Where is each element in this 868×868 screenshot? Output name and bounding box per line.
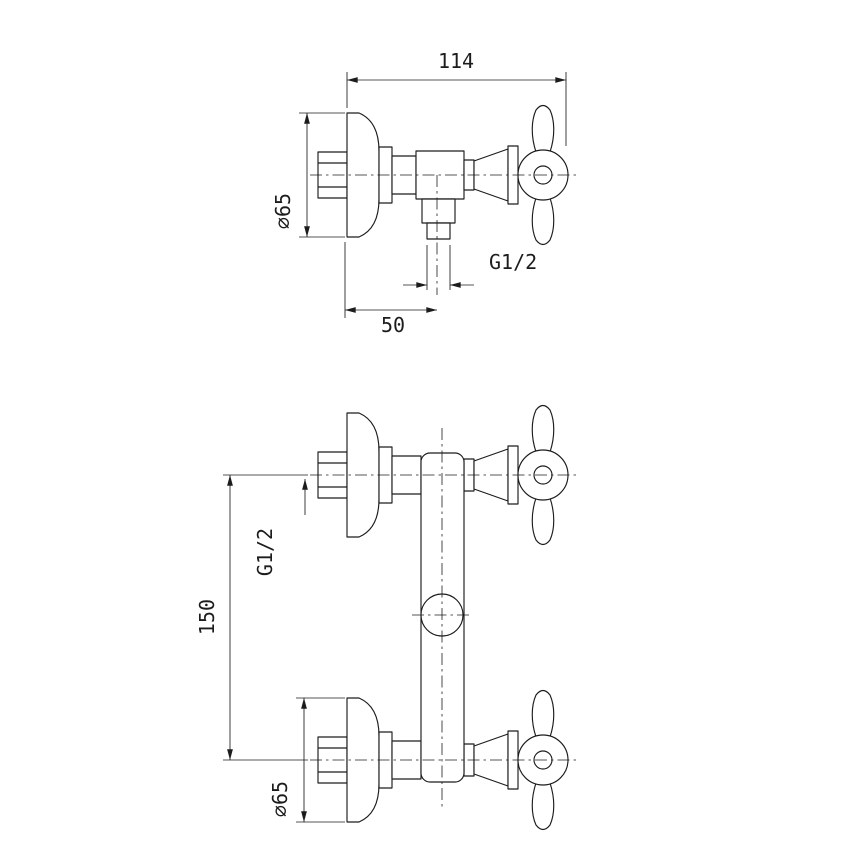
outlet-thread [426, 222, 451, 240]
dim-d65-front-label: ⌀65 [268, 781, 292, 817]
front-bottom-valve [317, 689, 569, 831]
front-view: 150 G1/2 ⌀65 [195, 404, 578, 831]
top-view: 114 ⌀65 G1/2 50 [271, 49, 578, 337]
handle-spoke-down [531, 497, 555, 546]
front-view-centerlines [310, 428, 578, 808]
shower-outlet [421, 198, 456, 224]
dim-50-label: 50 [381, 313, 405, 337]
handle-spoke-down [531, 197, 555, 246]
dim-150: 150 [195, 474, 308, 761]
dim-d65-top-label: ⌀65 [271, 193, 295, 229]
dim-d65-front: ⌀65 [268, 697, 345, 823]
dim-g12-front: G1/2 [253, 479, 308, 576]
dim-g12-top-label: G1/2 [489, 250, 537, 274]
handle-spoke-up [531, 689, 555, 738]
dim-d65-top: ⌀65 [271, 112, 345, 238]
dim-g12-top: G1/2 [403, 245, 537, 290]
top-view-centerlines [310, 174, 578, 295]
dim-150-label: 150 [195, 599, 219, 635]
dim-g12-front-label: G1/2 [253, 528, 277, 576]
handle-spoke-up [531, 104, 555, 153]
handle-spoke-down [531, 782, 555, 831]
dim-114-label: 114 [438, 49, 474, 73]
dim-114: 114 [346, 49, 567, 146]
handle-spoke-up [531, 404, 555, 453]
dim-50: 50 [344, 242, 437, 337]
